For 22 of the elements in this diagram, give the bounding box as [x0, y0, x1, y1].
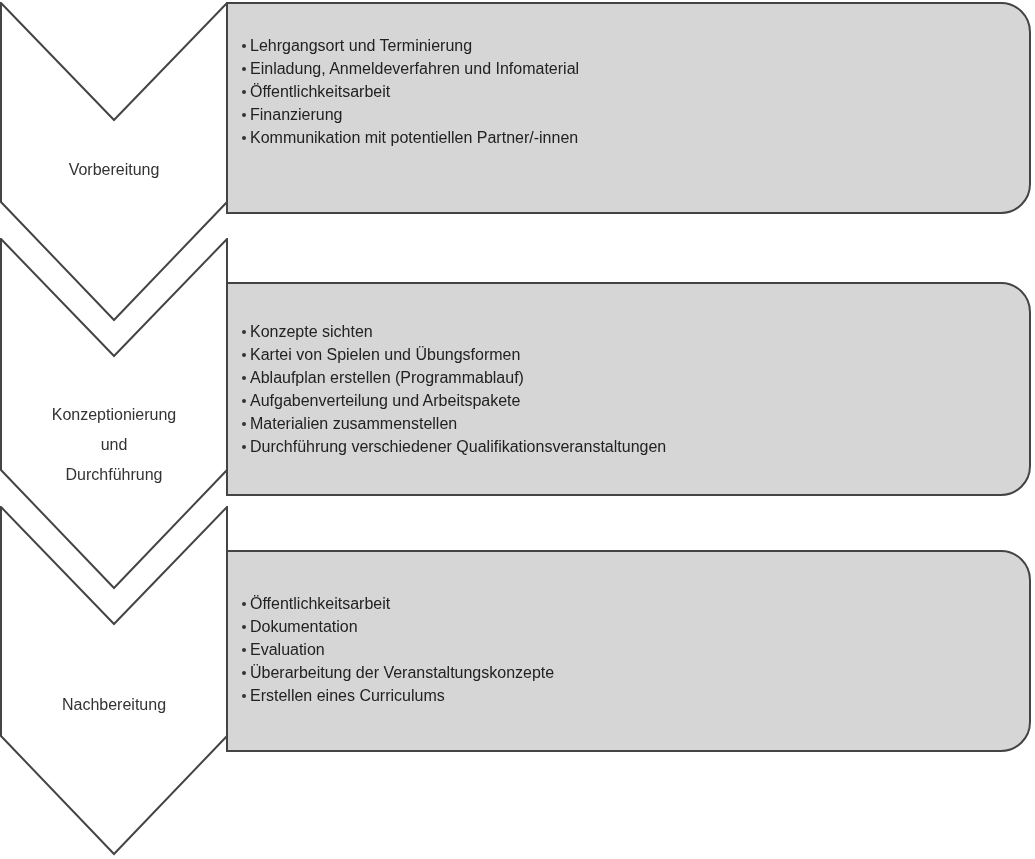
- stage-label: Vorbereitung: [68, 160, 160, 180]
- bullet-item: Öffentlichkeitsarbeit: [242, 80, 1029, 103]
- bullet-item: Ablaufplan erstellen (Programmablauf): [242, 366, 1029, 389]
- content-panel: [226, 282, 1031, 496]
- bullet-item: Evaluation: [242, 638, 1029, 661]
- bullet-item: Kommunikation mit potentiellen Partner/-innen: [242, 126, 1029, 149]
- bullet-item: Erstellen eines Curriculums: [242, 684, 1029, 707]
- bullet-item: Überarbeitung der Veranstaltungskonzepte: [242, 661, 1029, 684]
- bullet-item: Kartei von Spielen und Übungsformen: [242, 343, 1029, 366]
- bullet-item: Materialien zusammenstellen: [242, 412, 1029, 435]
- bullet-item: Aufgabenverteilung und Arbeitspakete: [242, 389, 1029, 412]
- bullet-item: Finanzierung: [242, 103, 1029, 126]
- stage-label: Nachbereitung: [61, 695, 167, 715]
- stage-label: Konzeptionierung und Durchführung: [51, 405, 177, 485]
- bullet-item: Konzepte sichten: [242, 320, 1029, 343]
- bullet-item: Durchführung verschiedener Qualifikationsveranstaltungen: [242, 435, 1029, 458]
- content-panel: [226, 2, 1031, 214]
- bullet-item: Einladung, Anmeldeverfahren und Infomaterial: [242, 57, 1029, 80]
- bullet-item: Lehrgangsort und Terminierung: [242, 34, 1029, 57]
- bullet-item: Dokumentation: [242, 615, 1029, 638]
- bullet-item: Öffentlichkeitsarbeit: [242, 592, 1029, 615]
- content-panel: [226, 550, 1031, 752]
